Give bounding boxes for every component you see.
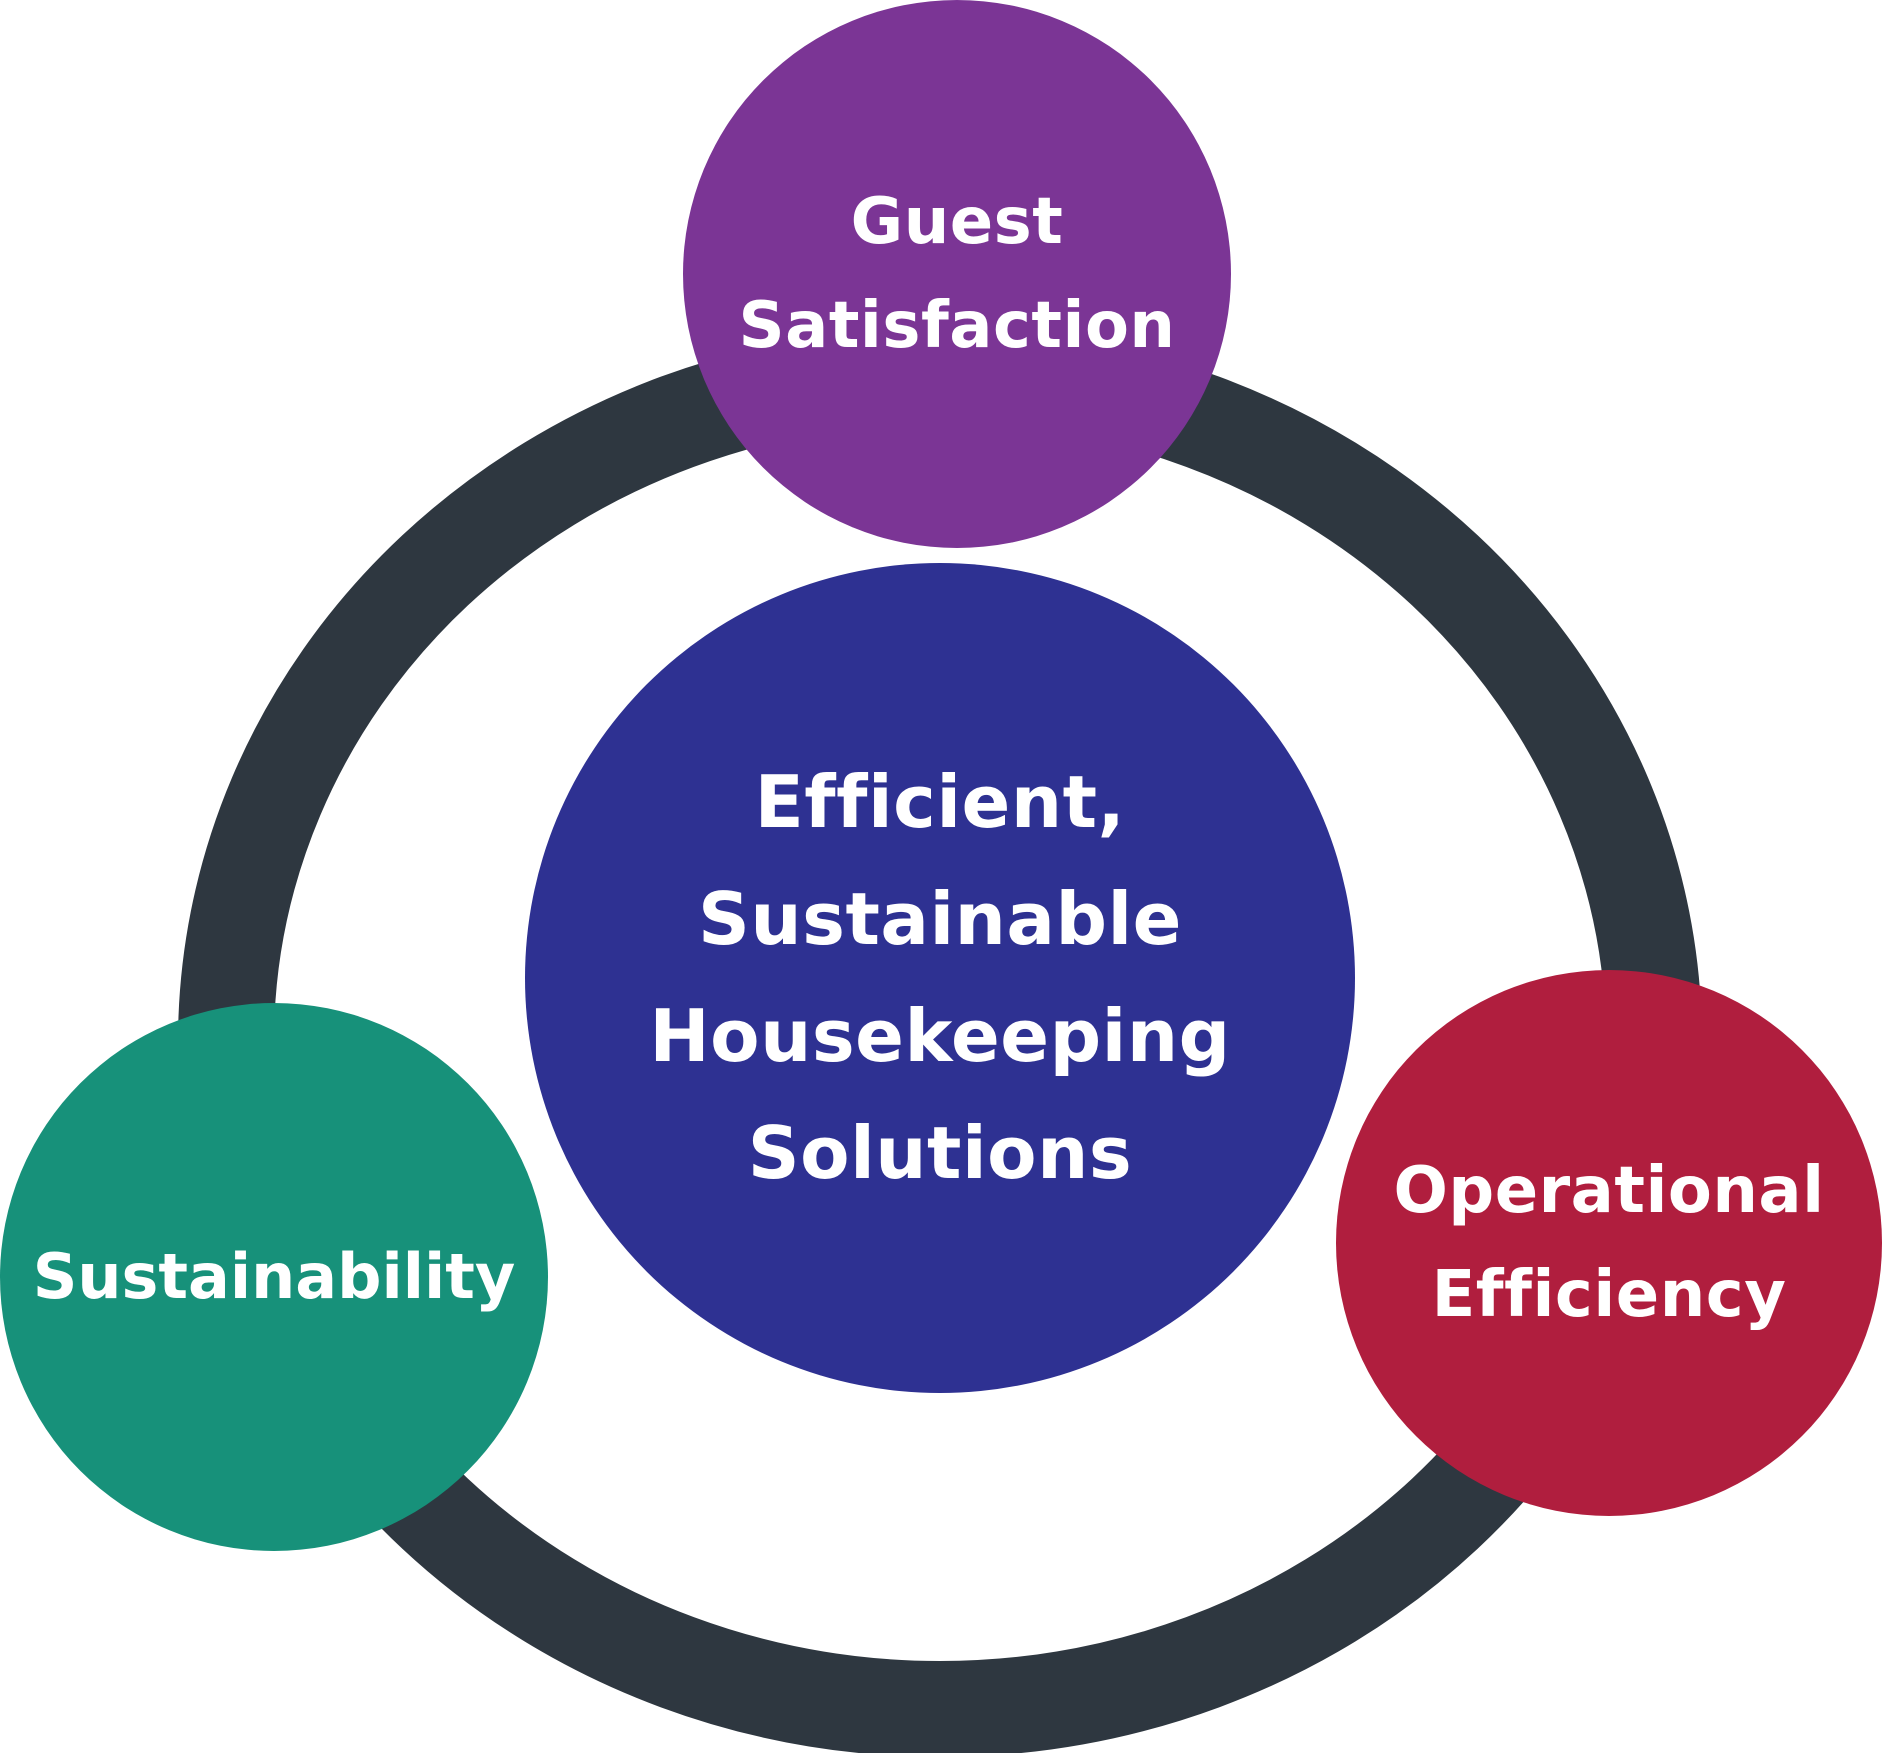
sustainability-label: Sustainability xyxy=(32,1240,516,1313)
center-circle-label: Efficient, Sustainable Housekeeping Solu… xyxy=(649,760,1231,1195)
circle-operational-efficiency: Operational Efficiency xyxy=(1336,970,1882,1516)
operational-efficiency-label: Operational Efficiency xyxy=(1393,1154,1825,1332)
circle-guest-satisfaction: Guest Satisfaction xyxy=(683,0,1231,548)
center-circle-efficient-sustainable-housekeeping-solutions: Efficient, Sustainable Housekeeping Solu… xyxy=(525,563,1355,1393)
circle-sustainability: Sustainability xyxy=(0,1003,548,1551)
guest-satisfaction-label: Guest Satisfaction xyxy=(738,185,1176,363)
